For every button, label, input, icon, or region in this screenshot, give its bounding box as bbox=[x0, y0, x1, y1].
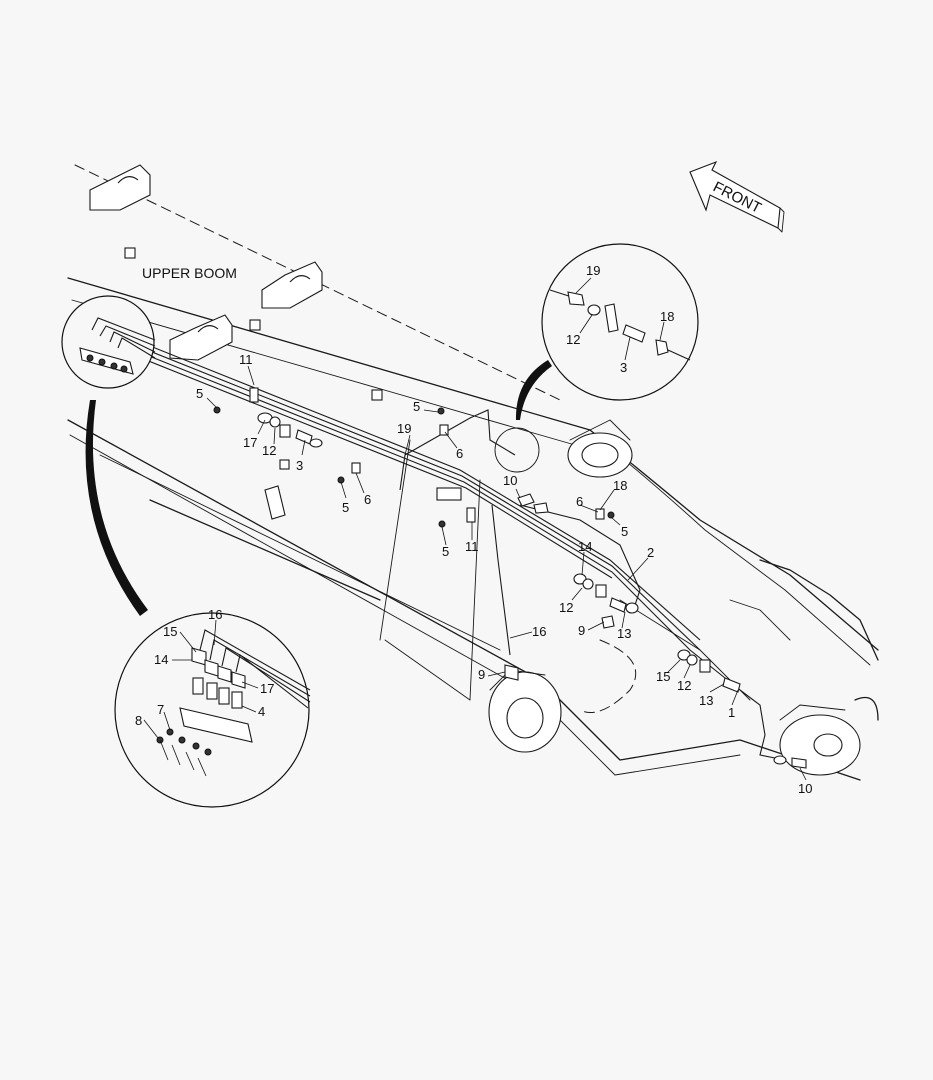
callout-leaders bbox=[143, 277, 807, 781]
callout-3: 3 bbox=[296, 458, 303, 473]
callout-6: 6 bbox=[456, 446, 463, 461]
callout-6: 6 bbox=[576, 494, 583, 509]
detail-view-small bbox=[61, 295, 156, 389]
callout-14: 14 bbox=[578, 539, 592, 554]
callout-12: 12 bbox=[677, 678, 691, 693]
callout-1: 1 bbox=[728, 705, 735, 720]
callout-16: 16 bbox=[208, 607, 222, 622]
callout-13: 13 bbox=[617, 626, 631, 641]
callout-15: 15 bbox=[656, 669, 670, 684]
callout-10: 10 bbox=[798, 781, 812, 796]
boom-lower-boss bbox=[488, 669, 562, 753]
callout-12: 12 bbox=[262, 443, 276, 458]
callout-10: 10 bbox=[503, 473, 517, 488]
callout-9: 9 bbox=[578, 623, 585, 638]
callout-4: 4 bbox=[258, 704, 265, 719]
callout-18: 18 bbox=[613, 478, 627, 493]
callout-6: 6 bbox=[364, 492, 371, 507]
callout-9: 9 bbox=[478, 667, 485, 682]
callout-5: 5 bbox=[621, 524, 628, 539]
callout-8: 8 bbox=[135, 713, 142, 728]
upper-boom-body bbox=[67, 164, 879, 781]
callout-7: 7 bbox=[157, 702, 164, 717]
callout-19: 19 bbox=[586, 263, 600, 278]
callout-12: 12 bbox=[559, 600, 573, 615]
callout-5: 5 bbox=[442, 544, 449, 559]
callout-16: 16 bbox=[532, 624, 546, 639]
pipe-fittings bbox=[213, 387, 807, 769]
pipe-clamp-brackets bbox=[89, 164, 462, 520]
callout-11: 11 bbox=[465, 539, 479, 554]
callout-11: 11 bbox=[239, 352, 253, 367]
callout-5: 5 bbox=[342, 500, 349, 515]
part-callouts: 11 5 17 12 3 5 6 5 19 6 5 11 10 18 6 5 2… bbox=[135, 263, 812, 796]
callout-5: 5 bbox=[413, 399, 420, 414]
callout-17: 17 bbox=[260, 681, 274, 696]
callout-19: 19 bbox=[397, 421, 411, 436]
callout-14: 14 bbox=[154, 652, 168, 667]
detail-view-upper bbox=[494, 243, 699, 473]
callout-18: 18 bbox=[660, 309, 674, 324]
callout-17: 17 bbox=[243, 435, 257, 450]
callout-12: 12 bbox=[566, 332, 580, 347]
callout-15: 15 bbox=[163, 624, 177, 639]
callout-5: 5 bbox=[196, 386, 203, 401]
upper-boom-title: UPPER BOOM bbox=[142, 265, 237, 281]
boom-foot-boss bbox=[567, 419, 633, 478]
front-direction-arrow: FRONT bbox=[689, 160, 785, 233]
callout-13: 13 bbox=[699, 693, 713, 708]
callout-2: 2 bbox=[647, 545, 654, 560]
callout-3: 3 bbox=[620, 360, 627, 375]
detail-view-lower bbox=[85, 400, 311, 808]
